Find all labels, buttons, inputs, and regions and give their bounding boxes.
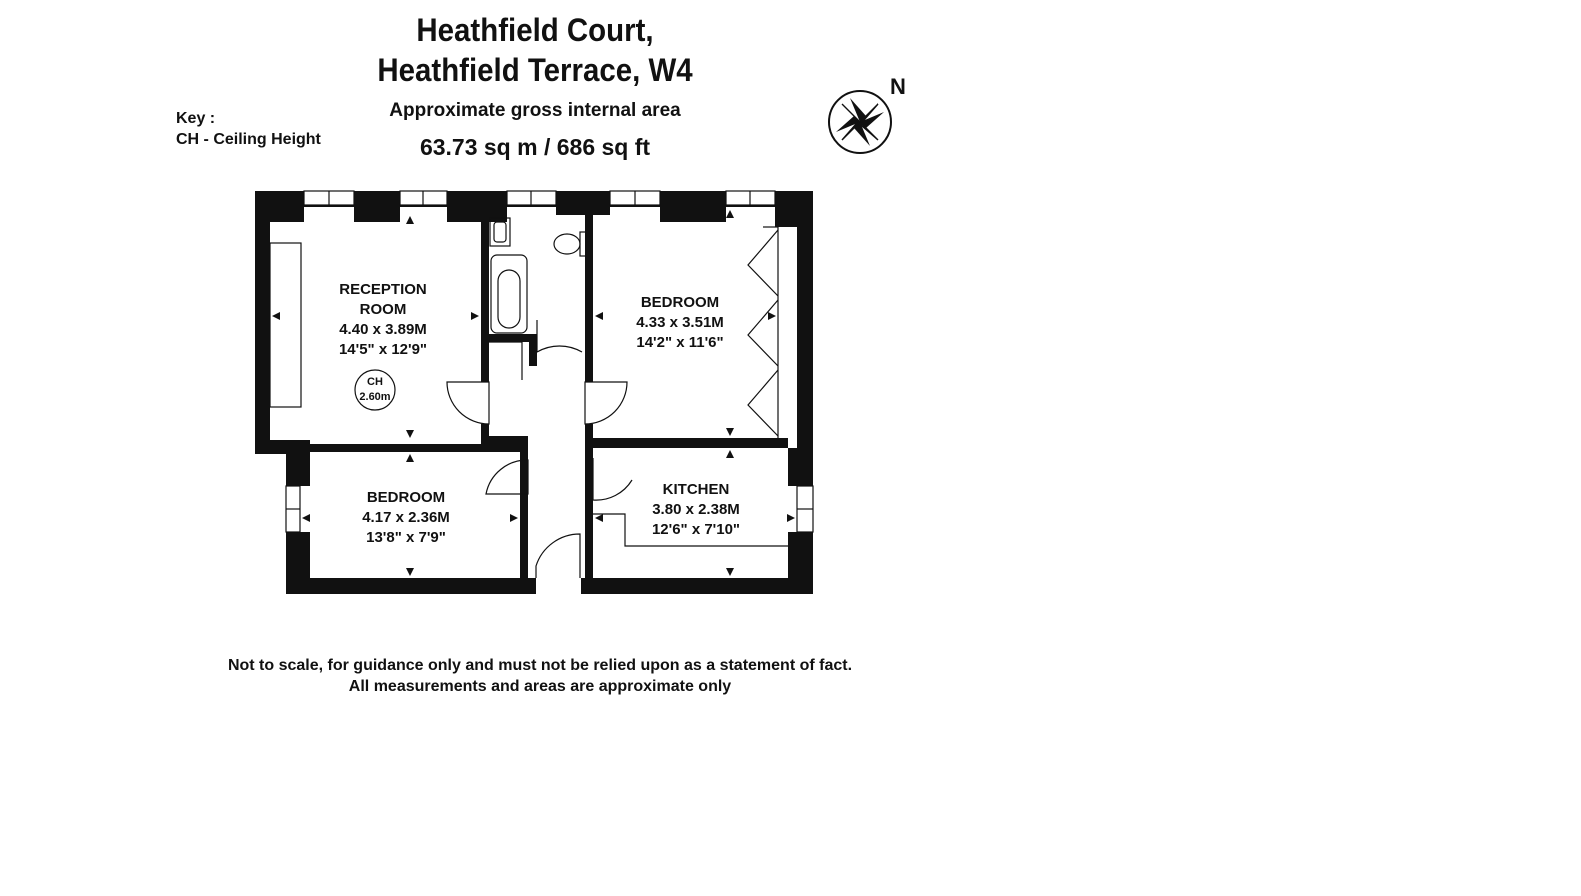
bedroom2-imperial: 13'8" x 7'9": [366, 529, 446, 546]
room-bedroom-1: BEDROOM 4.33 x 3.51M 14'2" x 11'6": [636, 294, 724, 351]
room-kitchen: KITCHEN 3.80 x 2.38M 12'6" x 7'10": [652, 481, 740, 538]
reception-imperial: 14'5" x 12'9": [339, 341, 427, 358]
reception-metric: 4.40 x 3.89M: [339, 321, 427, 338]
disclaimer-line-1: Not to scale, for guidance only and must…: [227, 657, 853, 674]
room-bedroom-2: BEDROOM 4.17 x 2.36M 13'8" x 7'9": [362, 489, 450, 546]
disclaimer-line-2: All measurements and areas are approxima…: [348, 678, 732, 695]
kitchen-name: KITCHEN: [663, 481, 730, 498]
bedroom2-name: BEDROOM: [367, 489, 445, 506]
area-label: Approximate gross internal area: [389, 100, 681, 121]
ceiling-height-label: CH: [367, 376, 383, 388]
bedroom1-name: BEDROOM: [641, 294, 719, 311]
key-heading: Key :: [176, 110, 216, 127]
area-value: 63.73 sq m / 686 sq ft: [419, 134, 651, 160]
bedroom1-imperial: 14'2" x 11'6": [636, 334, 723, 351]
walls: [255, 191, 813, 594]
compass-north-icon: N: [828, 74, 906, 154]
windows: [285, 190, 814, 533]
kitchen-metric: 3.80 x 2.38M: [652, 501, 740, 518]
ceiling-height-value: 2.60m: [359, 391, 390, 403]
title-line-2: Heathfield Terrace, W4: [377, 52, 693, 88]
ceiling-height-badge: CH 2.60m: [354, 369, 396, 411]
reception-name-line1: RECEPTION: [339, 281, 427, 298]
kitchen-imperial: 12'6" x 7'10": [652, 521, 740, 538]
key-item: CH - Ceiling Height: [176, 131, 321, 148]
floor-plan: RECEPTION ROOM 4.40 x 3.89M 14'5" x 12'9…: [255, 190, 814, 594]
bedroom2-metric: 4.17 x 2.36M: [362, 509, 450, 526]
compass-north-label: N: [890, 74, 906, 99]
bedroom1-metric: 4.33 x 3.51M: [636, 314, 724, 331]
title-line-1: Heathfield Court,: [416, 12, 654, 48]
dimension-markers: [272, 210, 795, 576]
fittings: [269, 217, 788, 578]
reception-name-line2: ROOM: [360, 301, 407, 318]
room-reception: RECEPTION ROOM 4.40 x 3.89M 14'5" x 12'9…: [339, 281, 427, 358]
